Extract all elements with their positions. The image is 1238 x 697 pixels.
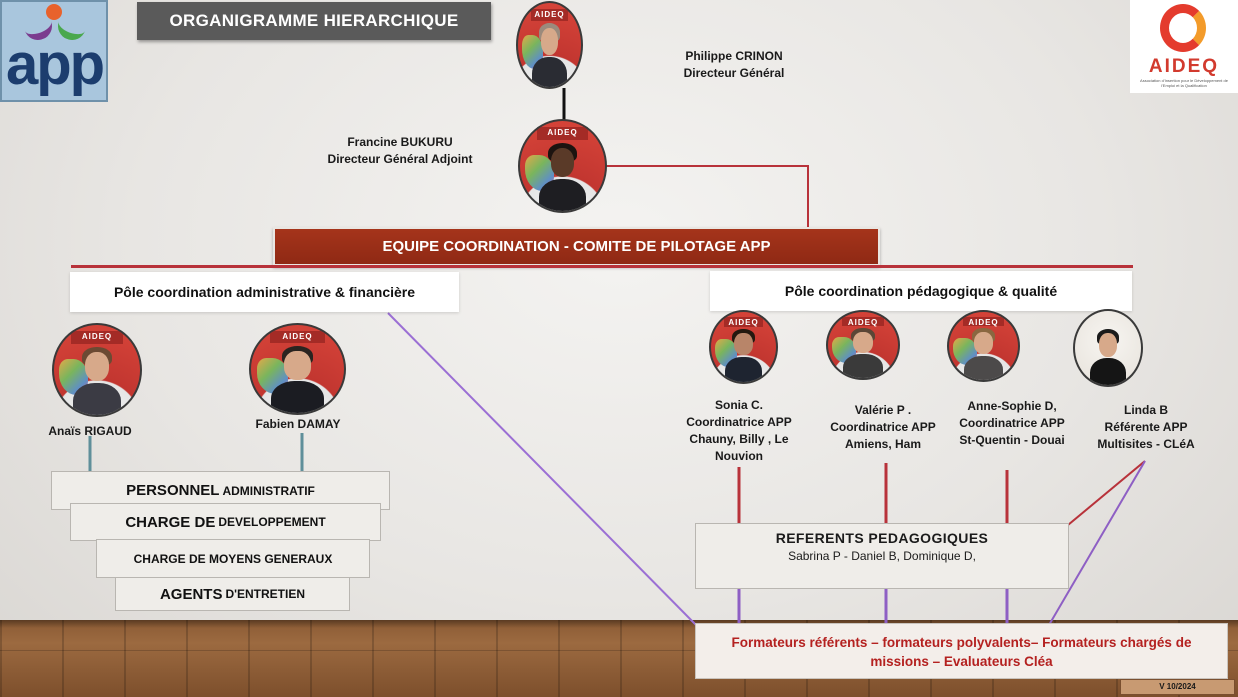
photo-banner: AIDEQ	[530, 8, 569, 21]
formateurs-line1: Formateurs référents – formateurs polyva…	[731, 635, 1192, 650]
photo-head	[84, 352, 110, 381]
formateurs-line2: missions – Evaluateurs Cléa	[870, 654, 1053, 669]
photo-philippe-crinon: AIDEQ	[516, 1, 583, 89]
pole-pedago-box: Pôle coordination pédagogique & qualité	[710, 271, 1132, 311]
version-badge: V 10/2024	[1120, 679, 1235, 695]
annesophie-line3: St-Quentin - Douai	[959, 433, 1065, 447]
linda-line3: Multisites - CLéA	[1097, 437, 1195, 451]
sonia-line1: Sonia C.	[714, 398, 763, 412]
staff-big-text: CHARGE DE	[125, 513, 216, 531]
sonia-caption: Sonia C. Coordinatrice APP Chauny, Billy…	[664, 397, 814, 465]
app-logo: app	[0, 0, 108, 102]
app-logo-figure-head	[46, 4, 62, 20]
photo-head	[550, 148, 575, 177]
photo-body	[1089, 358, 1127, 385]
annesophie-caption: Anne-Sophie D, Coordinatrice APP St-Quen…	[940, 398, 1084, 449]
photo-banner: AIDEQ	[269, 331, 326, 344]
photo-banner: AIDEQ	[537, 127, 588, 140]
fabien-caption: Fabien DAMAY	[255, 417, 341, 431]
annesophie-line1: Anne-Sophie D,	[967, 399, 1057, 413]
staff-small-text: CHARGE DE MOYENS GENERAUX	[133, 551, 333, 566]
photo-francine-bukuru: AIDEQ	[518, 119, 607, 213]
photo-head	[734, 333, 753, 356]
photo-body	[843, 354, 883, 378]
staff-small-text: D'ENTRETIEN	[225, 587, 306, 601]
staff-moyens-generaux: CHARGE DE MOYENS GENERAUX	[96, 539, 370, 578]
dg-role: Directeur Général	[683, 66, 785, 80]
dg-caption: Philippe CRINON Directeur Général	[664, 48, 804, 82]
formateurs-box: Formateurs référents – formateurs polyva…	[695, 623, 1228, 679]
photo-body	[725, 356, 762, 382]
photo-fabien-damay: AIDEQ	[249, 323, 346, 415]
valerie-line2: Coordinatrice APP	[830, 420, 936, 434]
photo-valerie-p: AIDEQ	[826, 310, 900, 380]
photo-head	[540, 28, 559, 56]
pole-admin-box: Pôle coordination administrative & finan…	[70, 272, 459, 312]
referents-pedagogiques-box: REFERENTS PEDAGOGIQUES Sabrina P - Danie…	[695, 523, 1069, 589]
photo-body	[531, 56, 568, 87]
aideq-logo: AIDEQ Association d'Insertion pour le Dé…	[1130, 0, 1238, 93]
photo-head	[973, 332, 994, 355]
staff-small-text: ADMINISTRATIF	[222, 483, 315, 498]
photo-head	[284, 351, 311, 380]
photo-anais-rigaud: AIDEQ	[52, 323, 142, 417]
dg-name: Philippe CRINON	[685, 49, 783, 63]
photo-head	[1098, 333, 1118, 357]
valerie-caption: Valérie P . Coordinatrice APP Amiens, Ha…	[818, 402, 948, 453]
aideq-logo-tagline: Association d'Insertion pour le Développ…	[1140, 78, 1228, 88]
referents-title: REFERENTS PEDAGOGIQUES	[775, 530, 989, 546]
dga-caption: Francine BUKURU Directeur Général Adjoin…	[318, 134, 482, 168]
photo-head	[853, 331, 873, 353]
comite-pilotage-bar: EQUIPE COORDINATION - COMITE DE PILOTAGE…	[273, 227, 880, 266]
valerie-line3: Amiens, Ham	[844, 437, 922, 451]
annesophie-line2: Coordinatrice APP	[959, 416, 1065, 430]
photo-banner: AIDEQ	[962, 316, 1005, 327]
photo-body	[72, 382, 122, 415]
photo-banner: AIDEQ	[724, 316, 763, 327]
valerie-line1: Valérie P .	[854, 403, 912, 417]
aideq-logo-name: AIDEQ	[1148, 56, 1220, 77]
connector-pole-admin-formateurs	[387, 312, 698, 627]
photo-body	[538, 178, 587, 211]
photo-linda-b	[1073, 309, 1143, 387]
photo-sonia-c: AIDEQ	[709, 310, 778, 384]
anais-caption: Anaïs RIGAUD	[48, 424, 132, 438]
connector-linda-referents	[1061, 460, 1146, 531]
photo-body	[271, 381, 324, 413]
app-logo-text: app	[6, 32, 105, 97]
staff-small-text: DEVELOPPEMENT	[218, 515, 326, 529]
sonia-line3: Chauny, Billy , Le	[689, 432, 789, 446]
aideq-logo-mark	[1160, 4, 1206, 52]
connector-dga-comite	[606, 165, 809, 228]
page-title: ORGANIGRAMME HIERARCHIQUE	[137, 2, 491, 40]
dga-role: Directeur Général Adjoint	[327, 152, 473, 166]
dga-name: Francine BUKURU	[347, 135, 453, 149]
staff-big-text: AGENTS	[159, 585, 223, 603]
photo-anne-sophie-d: AIDEQ	[947, 310, 1020, 382]
photo-body	[964, 355, 1003, 380]
comite-divider-line	[71, 265, 1133, 268]
linda-line1: Linda B	[1124, 403, 1168, 417]
photo-banner: AIDEQ	[71, 331, 123, 344]
sonia-line4: Nouvion	[715, 449, 763, 463]
photo-banner: AIDEQ	[842, 316, 884, 327]
connector-linda-formateurs	[1048, 460, 1146, 626]
referents-names: Sabrina P - Daniel B, Dominique D,	[788, 549, 976, 563]
sonia-line2: Coordinatrice APP	[686, 415, 792, 429]
staff-big-text: PERSONNEL	[126, 482, 220, 499]
linda-line2: Référente APP	[1104, 420, 1188, 434]
linda-caption: Linda B Référente APP Multisites - CLéA	[1080, 402, 1212, 453]
